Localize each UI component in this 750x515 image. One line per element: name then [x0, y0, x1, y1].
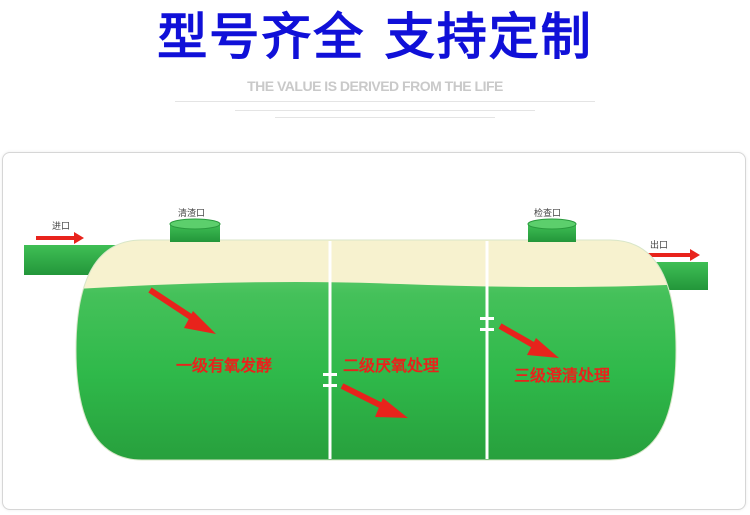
cleanout-label: 清渣口 — [178, 207, 205, 219]
divider — [175, 101, 595, 102]
chamber-1-label: 一级有氧发酵 — [176, 356, 272, 375]
inspection-port — [527, 218, 577, 242]
outlet-label: 出口 — [650, 239, 668, 251]
inspection-label: 检查口 — [534, 207, 561, 219]
partition-wall — [323, 241, 337, 459]
inlet-flow-arrow — [36, 232, 84, 244]
flow-arrow — [148, 287, 216, 334]
flow-arrow — [498, 323, 559, 358]
chamber-2-label: 二级厌氧处理 — [343, 356, 439, 375]
divider — [235, 110, 535, 111]
inlet-label: 进口 — [52, 221, 70, 232]
tank-headspace — [76, 240, 676, 290]
tank-body — [76, 240, 676, 460]
chamber-3-label: 三级澄清处理 — [514, 366, 610, 385]
cleanout-port — [169, 218, 221, 242]
page-subtitle: THE VALUE IS DERIVED FROM THE LIFE — [247, 78, 503, 94]
divider — [275, 117, 495, 118]
partition-wall — [480, 241, 494, 459]
page-title: 型号齐全 支持定制 — [157, 8, 593, 66]
flow-arrow — [340, 383, 408, 418]
